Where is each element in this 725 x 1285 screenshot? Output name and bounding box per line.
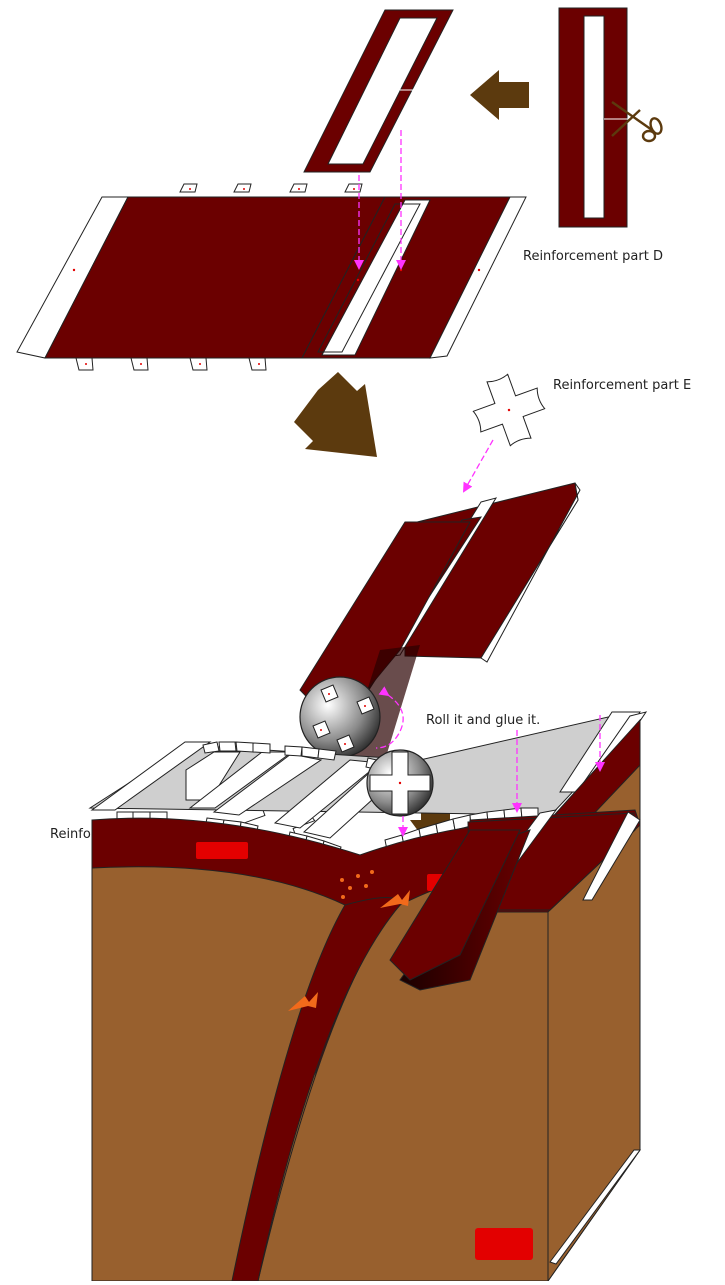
- final-model: [90, 712, 646, 1281]
- label-part-d: Reinforcement part D: [523, 249, 663, 264]
- label-roll-instruction: Roll it and glue it.: [426, 713, 540, 728]
- label-part-e-top: Reinforcement part E: [553, 378, 691, 393]
- flat-sheet: [17, 184, 526, 370]
- bottom-tabs: [76, 358, 266, 370]
- top-tabs: [180, 184, 362, 192]
- step-arrow-icon: [470, 70, 529, 120]
- part-d-piece: [559, 8, 628, 227]
- part-e-top: [465, 366, 552, 453]
- step-arrow-icon: [294, 372, 377, 457]
- magma-block: [196, 842, 248, 859]
- magma-block: [475, 1228, 533, 1260]
- part-d-cut: [304, 10, 453, 172]
